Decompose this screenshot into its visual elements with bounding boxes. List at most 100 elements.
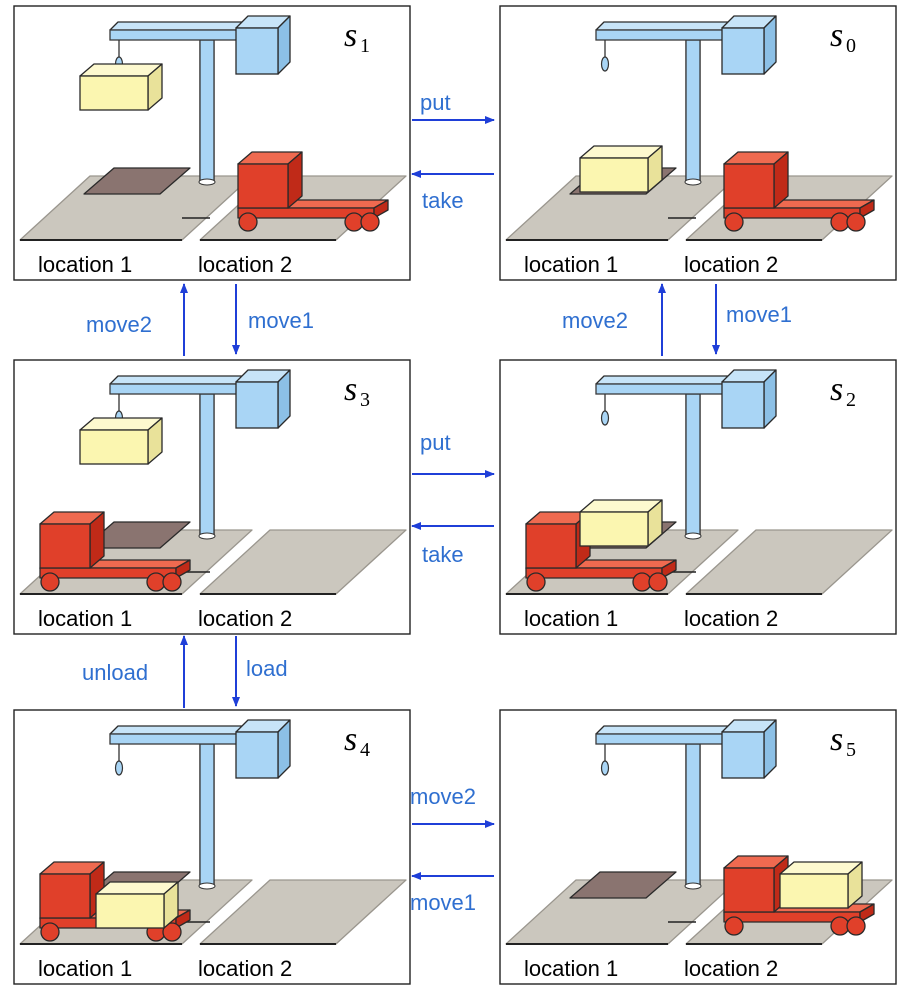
truck-wheel-rear-2 [648, 572, 668, 592]
crane-counterweight-front [235, 27, 279, 75]
crane-base [684, 532, 702, 540]
crane-boom [109, 383, 243, 395]
truck-wheel-front [238, 212, 258, 232]
container-on-hook [79, 63, 163, 111]
crane-pole [199, 39, 215, 183]
container-on-pallet [579, 145, 663, 193]
truck-cab [39, 511, 105, 569]
crane [109, 369, 291, 540]
location-1-label: location 1 [38, 252, 132, 277]
crane-counterweight [721, 719, 777, 779]
truck-wheel-rear-1 [830, 212, 850, 232]
state-name: s [344, 371, 357, 408]
crane-hook [600, 760, 610, 776]
crane [595, 719, 777, 890]
crane-hook [600, 56, 610, 72]
put-top-label: put [420, 90, 451, 115]
container-on-pallet [579, 499, 663, 547]
take-top-label: take [422, 188, 464, 213]
truck-wheel-front [724, 916, 744, 936]
state-name-subscript: 0 [846, 35, 856, 57]
crane-base [198, 178, 216, 186]
state-name: s [830, 721, 843, 758]
location-2-label: location 2 [198, 606, 292, 631]
container-on-truck [779, 861, 863, 909]
crane-hook [600, 410, 610, 426]
crane-counterweight-front [721, 27, 765, 75]
truck-wheel-rear-2 [162, 572, 182, 592]
crane-pole [685, 39, 701, 183]
truck-wheel-rear-1 [146, 572, 166, 592]
truck-cab [723, 855, 789, 913]
container-on-pallet-front [579, 511, 649, 547]
crane-counterweight-front [235, 381, 279, 429]
state-name: s [830, 17, 843, 54]
truck-wheel-rear-2 [162, 922, 182, 942]
crane-hook [114, 760, 124, 776]
crane-boom-top [595, 375, 737, 385]
location-2-label: location 2 [198, 252, 292, 277]
load-label: load [246, 656, 288, 681]
move2-bottom-label: move2 [410, 784, 476, 809]
crane-boom-top [109, 375, 251, 385]
location-1-label: location 1 [524, 606, 618, 631]
crane-boom-top [595, 21, 737, 31]
location-2-label: location 2 [684, 252, 778, 277]
location-2-label: location 2 [198, 956, 292, 981]
truck-cab-front [723, 163, 775, 209]
state-name-subscript: 1 [360, 35, 370, 57]
crane-counterweight [721, 15, 777, 75]
crane [595, 15, 777, 186]
truck-wheel-front [40, 572, 60, 592]
crane-base [684, 882, 702, 890]
truck-cab [39, 861, 105, 919]
take-mid-label: take [422, 542, 464, 567]
crane-counterweight-front [235, 731, 279, 779]
move1-bottom-label: move1 [410, 890, 476, 915]
crane [109, 719, 291, 890]
state-name-subscript: 3 [360, 389, 370, 411]
state-name-subscript: 2 [846, 389, 856, 411]
crane-boom [109, 29, 243, 41]
state-name-subscript: 5 [846, 739, 856, 761]
crane-boom [595, 29, 729, 41]
truck-cab-front [723, 867, 775, 913]
crane-pole [199, 743, 215, 887]
crane-base [198, 532, 216, 540]
crane-pole [685, 393, 701, 537]
truck [39, 511, 191, 592]
location-1-label: location 1 [524, 252, 618, 277]
container-on-hook [79, 417, 163, 465]
state-name: s [344, 17, 357, 54]
crane-counterweight [235, 369, 291, 429]
location-1-label: location 1 [524, 956, 618, 981]
truck-cab-front [39, 873, 91, 919]
truck-cab [723, 151, 789, 209]
crane-boom-top [109, 725, 251, 735]
location-1-label: location 1 [38, 606, 132, 631]
crane-boom-top [109, 21, 251, 31]
state-name: s [344, 721, 357, 758]
crane-boom-top [595, 725, 737, 735]
state-name: s [830, 371, 843, 408]
container-on-truck [95, 881, 179, 929]
crane-counterweight [235, 15, 291, 75]
truck-wheel-front [40, 922, 60, 942]
move2-left-label: move2 [86, 312, 152, 337]
truck-wheel-front [526, 572, 546, 592]
crane-base [198, 882, 216, 890]
truck [723, 151, 875, 232]
truck-wheel-front [724, 212, 744, 232]
crane-counterweight-front [721, 731, 765, 779]
crane [595, 369, 777, 540]
location-1-label: location 1 [38, 956, 132, 981]
truck-wheel-rear-2 [360, 212, 380, 232]
truck [237, 151, 389, 232]
state-name-subscript: 4 [360, 739, 370, 761]
